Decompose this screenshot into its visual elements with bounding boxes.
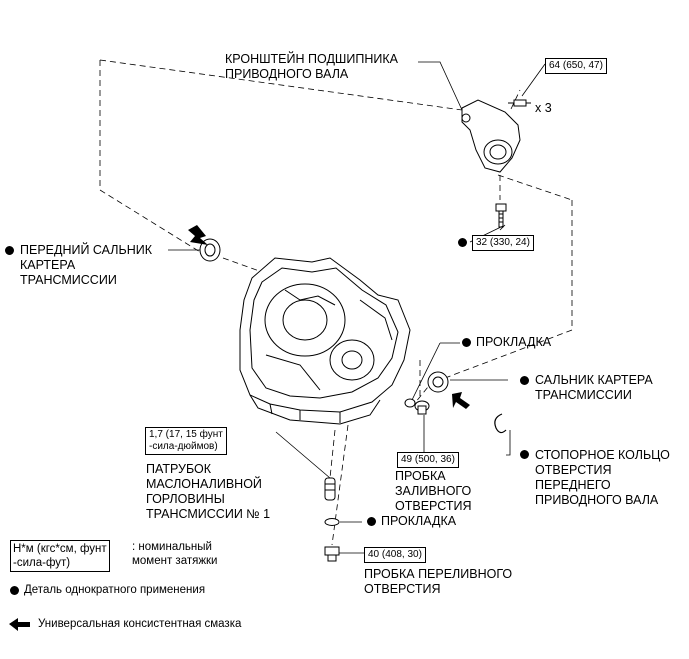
torque-box-49: 49 (500, 36) bbox=[397, 452, 459, 468]
lower-gasket-part bbox=[324, 518, 340, 526]
overflow-plug-part bbox=[324, 546, 340, 562]
front-seal-label: ПЕРЕДНИЙ САЛЬНИК КАРТЕРА ТРАНСМИССИИ bbox=[20, 243, 152, 287]
case-seal-part bbox=[427, 371, 449, 393]
legend-grease: Универсальная консистентная смазка bbox=[38, 618, 242, 630]
filler-tube-part bbox=[324, 477, 336, 501]
filler-plug-label: ПРОБКА ЗАЛИВНОГО ОТВЕРСТИЯ bbox=[395, 469, 472, 513]
legend-non-reusable: Деталь однократного применения bbox=[24, 584, 206, 596]
filler-plug-part bbox=[414, 400, 430, 415]
transmission-assembly bbox=[239, 257, 411, 425]
non-reusable-dot-icon bbox=[520, 376, 529, 385]
grease-arrow-icon bbox=[9, 618, 30, 631]
gasket-ring-part bbox=[404, 398, 416, 408]
torque-box-40: 40 (408, 30) bbox=[364, 547, 426, 563]
bracket-label: КРОНШТЕЙН ПОДШИПНИКА ПРИВОДНОГО ВАЛА bbox=[225, 52, 398, 81]
legend-unit-box: Н*м (кгс*см, фунт -сила-фут) bbox=[10, 540, 110, 572]
snap-ring-label: СТОПОРНОЕ КОЛЬЦО ОТВЕРСТИЯ ПЕРЕДНЕГО ПРИ… bbox=[535, 448, 670, 507]
non-reusable-dot-icon bbox=[367, 517, 376, 526]
overflow-plug-label: ПРОБКА ПЕРЕЛИВНОГО ОТВЕРСТИЯ bbox=[364, 567, 513, 596]
bolt-count-label: x 3 bbox=[535, 101, 552, 115]
grease-arrow-icon bbox=[452, 392, 470, 409]
case-seal-label: САЛЬНИК КАРТЕРА ТРАНСМИССИИ bbox=[535, 373, 653, 402]
lower-gasket-label: ПРОКЛАДКА bbox=[381, 514, 457, 528]
snap-ring-part bbox=[494, 413, 507, 434]
torque-box-17: 1,7 (17, 15 фунт -сила-дюймов) bbox=[145, 427, 227, 455]
non-reusable-dot-icon bbox=[520, 450, 529, 459]
grease-arrow-icon bbox=[188, 225, 208, 245]
non-reusable-dot-icon bbox=[10, 586, 19, 595]
bolt-parts bbox=[495, 99, 531, 228]
torque-box-64: 64 (650, 47) bbox=[545, 58, 607, 74]
filler-tube-label: ПАТРУБОК МАСЛОНАЛИВНОЙ ГОРЛОВИНЫ ТРАНСМИ… bbox=[146, 462, 271, 521]
bearing-bracket-part bbox=[461, 99, 521, 173]
dashed-guide-lines bbox=[99, 59, 573, 546]
legend-unit-desc: : номинальный момент затяжки bbox=[132, 541, 218, 567]
torque-box-32: 32 (330, 24) bbox=[472, 235, 534, 251]
upper-gasket-label: ПРОКЛАДКА bbox=[476, 335, 552, 349]
non-reusable-dot-icon bbox=[5, 246, 14, 255]
non-reusable-dot-icon bbox=[462, 338, 471, 347]
non-reusable-dot-icon bbox=[458, 238, 467, 247]
